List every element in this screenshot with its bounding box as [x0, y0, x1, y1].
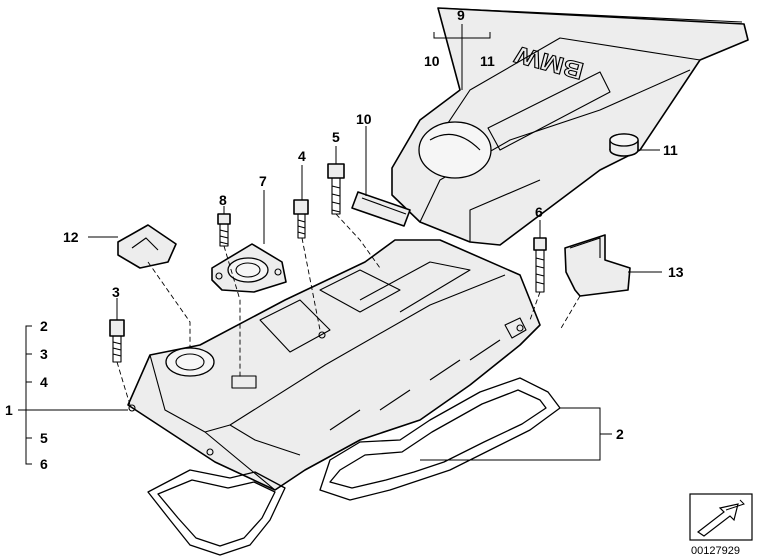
gasket-right — [319, 377, 561, 501]
grommet — [609, 133, 639, 157]
callout-11: 11 — [663, 142, 678, 158]
bolt-6 — [533, 237, 547, 293]
callout-4: 4 — [298, 148, 306, 164]
callout-12: 12 — [63, 229, 79, 245]
callout-9: 9 — [457, 7, 465, 23]
filler-cap — [117, 224, 177, 269]
callout-1-sub-3: 3 — [40, 346, 48, 362]
bolt-3 — [109, 319, 125, 363]
callout-11-cover: 11 — [480, 53, 495, 69]
callout-1-sub-5: 5 — [40, 430, 48, 446]
callout-5: 5 — [332, 129, 340, 145]
callout-10-cover: 10 — [424, 53, 440, 69]
bolt-4 — [293, 199, 309, 239]
callout-3: 3 — [112, 284, 120, 300]
callout-6: 6 — [535, 204, 543, 220]
callout-1-sub-6: 6 — [40, 456, 48, 472]
mounting-bracket — [564, 234, 631, 297]
callout-1-sub-2: 2 — [40, 318, 48, 334]
cylinder-head-cover — [127, 239, 541, 491]
callout-13: 13 — [668, 264, 684, 280]
callout-1-sub-4: 4 — [40, 374, 48, 390]
callout-8: 8 — [219, 192, 227, 208]
bolt-8 — [217, 213, 231, 247]
leader-lines — [18, 24, 662, 465]
bolt-5 — [327, 163, 345, 215]
gasket-left — [147, 469, 286, 556]
engine-cover: BMW — [391, 7, 749, 246]
seal-strip — [351, 191, 411, 227]
callout-7: 7 — [259, 173, 267, 189]
callout-10: 10 — [356, 111, 372, 127]
orientation-icon — [689, 493, 753, 541]
oil-filler-flange — [211, 243, 287, 293]
callout-1: 1 — [5, 402, 13, 418]
document-id: 00127929 — [691, 545, 740, 557]
callout-2: 2 — [616, 426, 624, 442]
